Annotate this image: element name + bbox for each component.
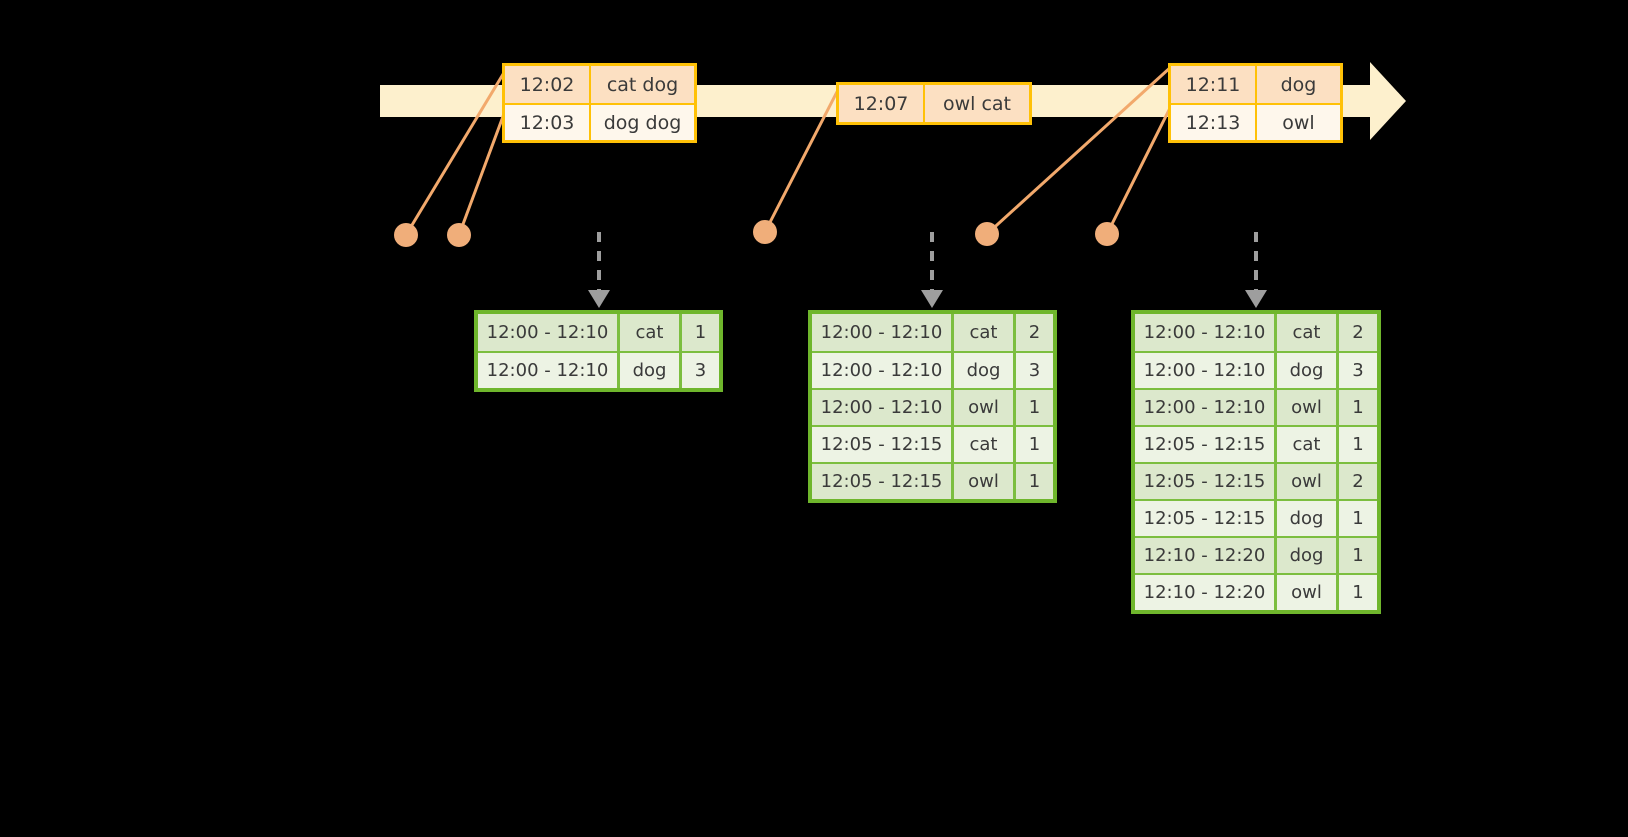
key-cell: cat [954,427,1016,462]
window-cell: 12:10 - 12:20 [1135,538,1277,573]
key-cell: cat [1277,314,1339,351]
event-value: cat dog [606,73,679,96]
window-cell: 12:00 - 12:10 [1135,390,1277,425]
count-cell: 2 [1352,471,1364,492]
connector-dots [394,220,1119,247]
connector-1213 [1105,103,1174,235]
key-cell: dog [620,353,682,388]
key-cell: cat [954,314,1016,351]
key-cell: dog [1277,353,1339,388]
count-cell: 1 [1028,397,1041,418]
event-time: 12:07 [839,85,925,122]
count-cell: 1 [1352,582,1364,603]
timeline-arrowhead-icon [1370,62,1406,140]
window-cell: 12:00 - 12:10 [1135,314,1277,351]
event-dot-1207 [753,220,777,244]
window-cell: 12:00 - 12:10 [478,314,620,351]
count-cell: 1 [1028,471,1041,492]
count-cell: 1 [694,322,707,343]
key-cell: dog [954,353,1016,388]
event-dot-1211 [975,222,999,246]
event-dot-1203 [447,223,471,247]
key-cell: owl [954,464,1016,499]
window-cell: 12:00 - 12:10 [478,353,620,388]
event-value: owl [1282,111,1315,134]
window-cell: 12:05 - 12:15 [1135,427,1277,462]
event-row: 12:02 cat dog [505,66,694,103]
window-cell: 12:05 - 12:15 [1135,464,1277,499]
event-group-1[interactable]: 12:02 cat dog 12:03 dog dog [502,63,697,143]
count-cell: 2 [1352,322,1364,343]
count-cell: 1 [1352,545,1364,566]
event-row: 12:07 owl cat [839,85,1029,122]
window-cell: 12:05 - 12:15 [812,464,954,499]
count-cell: 1 [1352,508,1364,529]
window-cell: 12:00 - 12:10 [1135,353,1277,388]
event-time: 12:02 [505,66,591,103]
down-arrow-table-1-head-icon [588,290,610,308]
key-cell: cat [620,314,682,351]
window-cell: 12:00 - 12:10 [812,314,954,351]
window-cell: 12:10 - 12:20 [1135,575,1277,610]
down-arrow-table-2-head-icon [921,290,943,308]
key-cell: owl [1277,390,1339,425]
count-cell: 1 [1352,397,1364,418]
count-cell: 2 [1028,322,1041,343]
window-cell: 12:05 - 12:15 [812,427,954,462]
event-row: 12:11 dog [1171,66,1340,103]
event-group-2[interactable]: 12:07 owl cat [836,82,1032,125]
count-cell: 3 [1028,360,1041,381]
event-dot-1213 [1095,222,1119,246]
down-arrow-table-3-head-icon [1245,290,1267,308]
event-value: dog dog [603,111,682,134]
down-arrow-group [588,232,1267,308]
event-time: 12:11 [1171,66,1257,103]
count-cell: 1 [1352,434,1364,455]
event-value: dog [1280,73,1317,96]
key-cell: owl [1277,464,1339,499]
window-cell: 12:00 - 12:10 [812,390,954,425]
event-row: 12:13 owl [1171,103,1340,140]
window-cell: 12:00 - 12:10 [812,353,954,388]
event-group-3[interactable]: 12:11 dog 12:13 owl [1168,63,1343,143]
window-cell: 12:05 - 12:15 [1135,501,1277,536]
key-cell: dog [1277,501,1339,536]
key-cell: dog [1277,538,1339,573]
count-cell: 3 [1352,360,1364,381]
key-cell: cat [1277,427,1339,462]
event-time: 12:03 [505,105,591,140]
count-cell: 1 [1028,434,1041,455]
event-time: 12:13 [1171,105,1257,140]
event-value: owl cat [942,92,1012,115]
count-cell: 3 [694,360,707,381]
connector-1203 [457,102,510,236]
key-cell: owl [954,390,1016,425]
key-cell: owl [1277,575,1339,610]
event-row: 12:03 dog dog [505,103,694,140]
event-dot-1202 [394,223,418,247]
